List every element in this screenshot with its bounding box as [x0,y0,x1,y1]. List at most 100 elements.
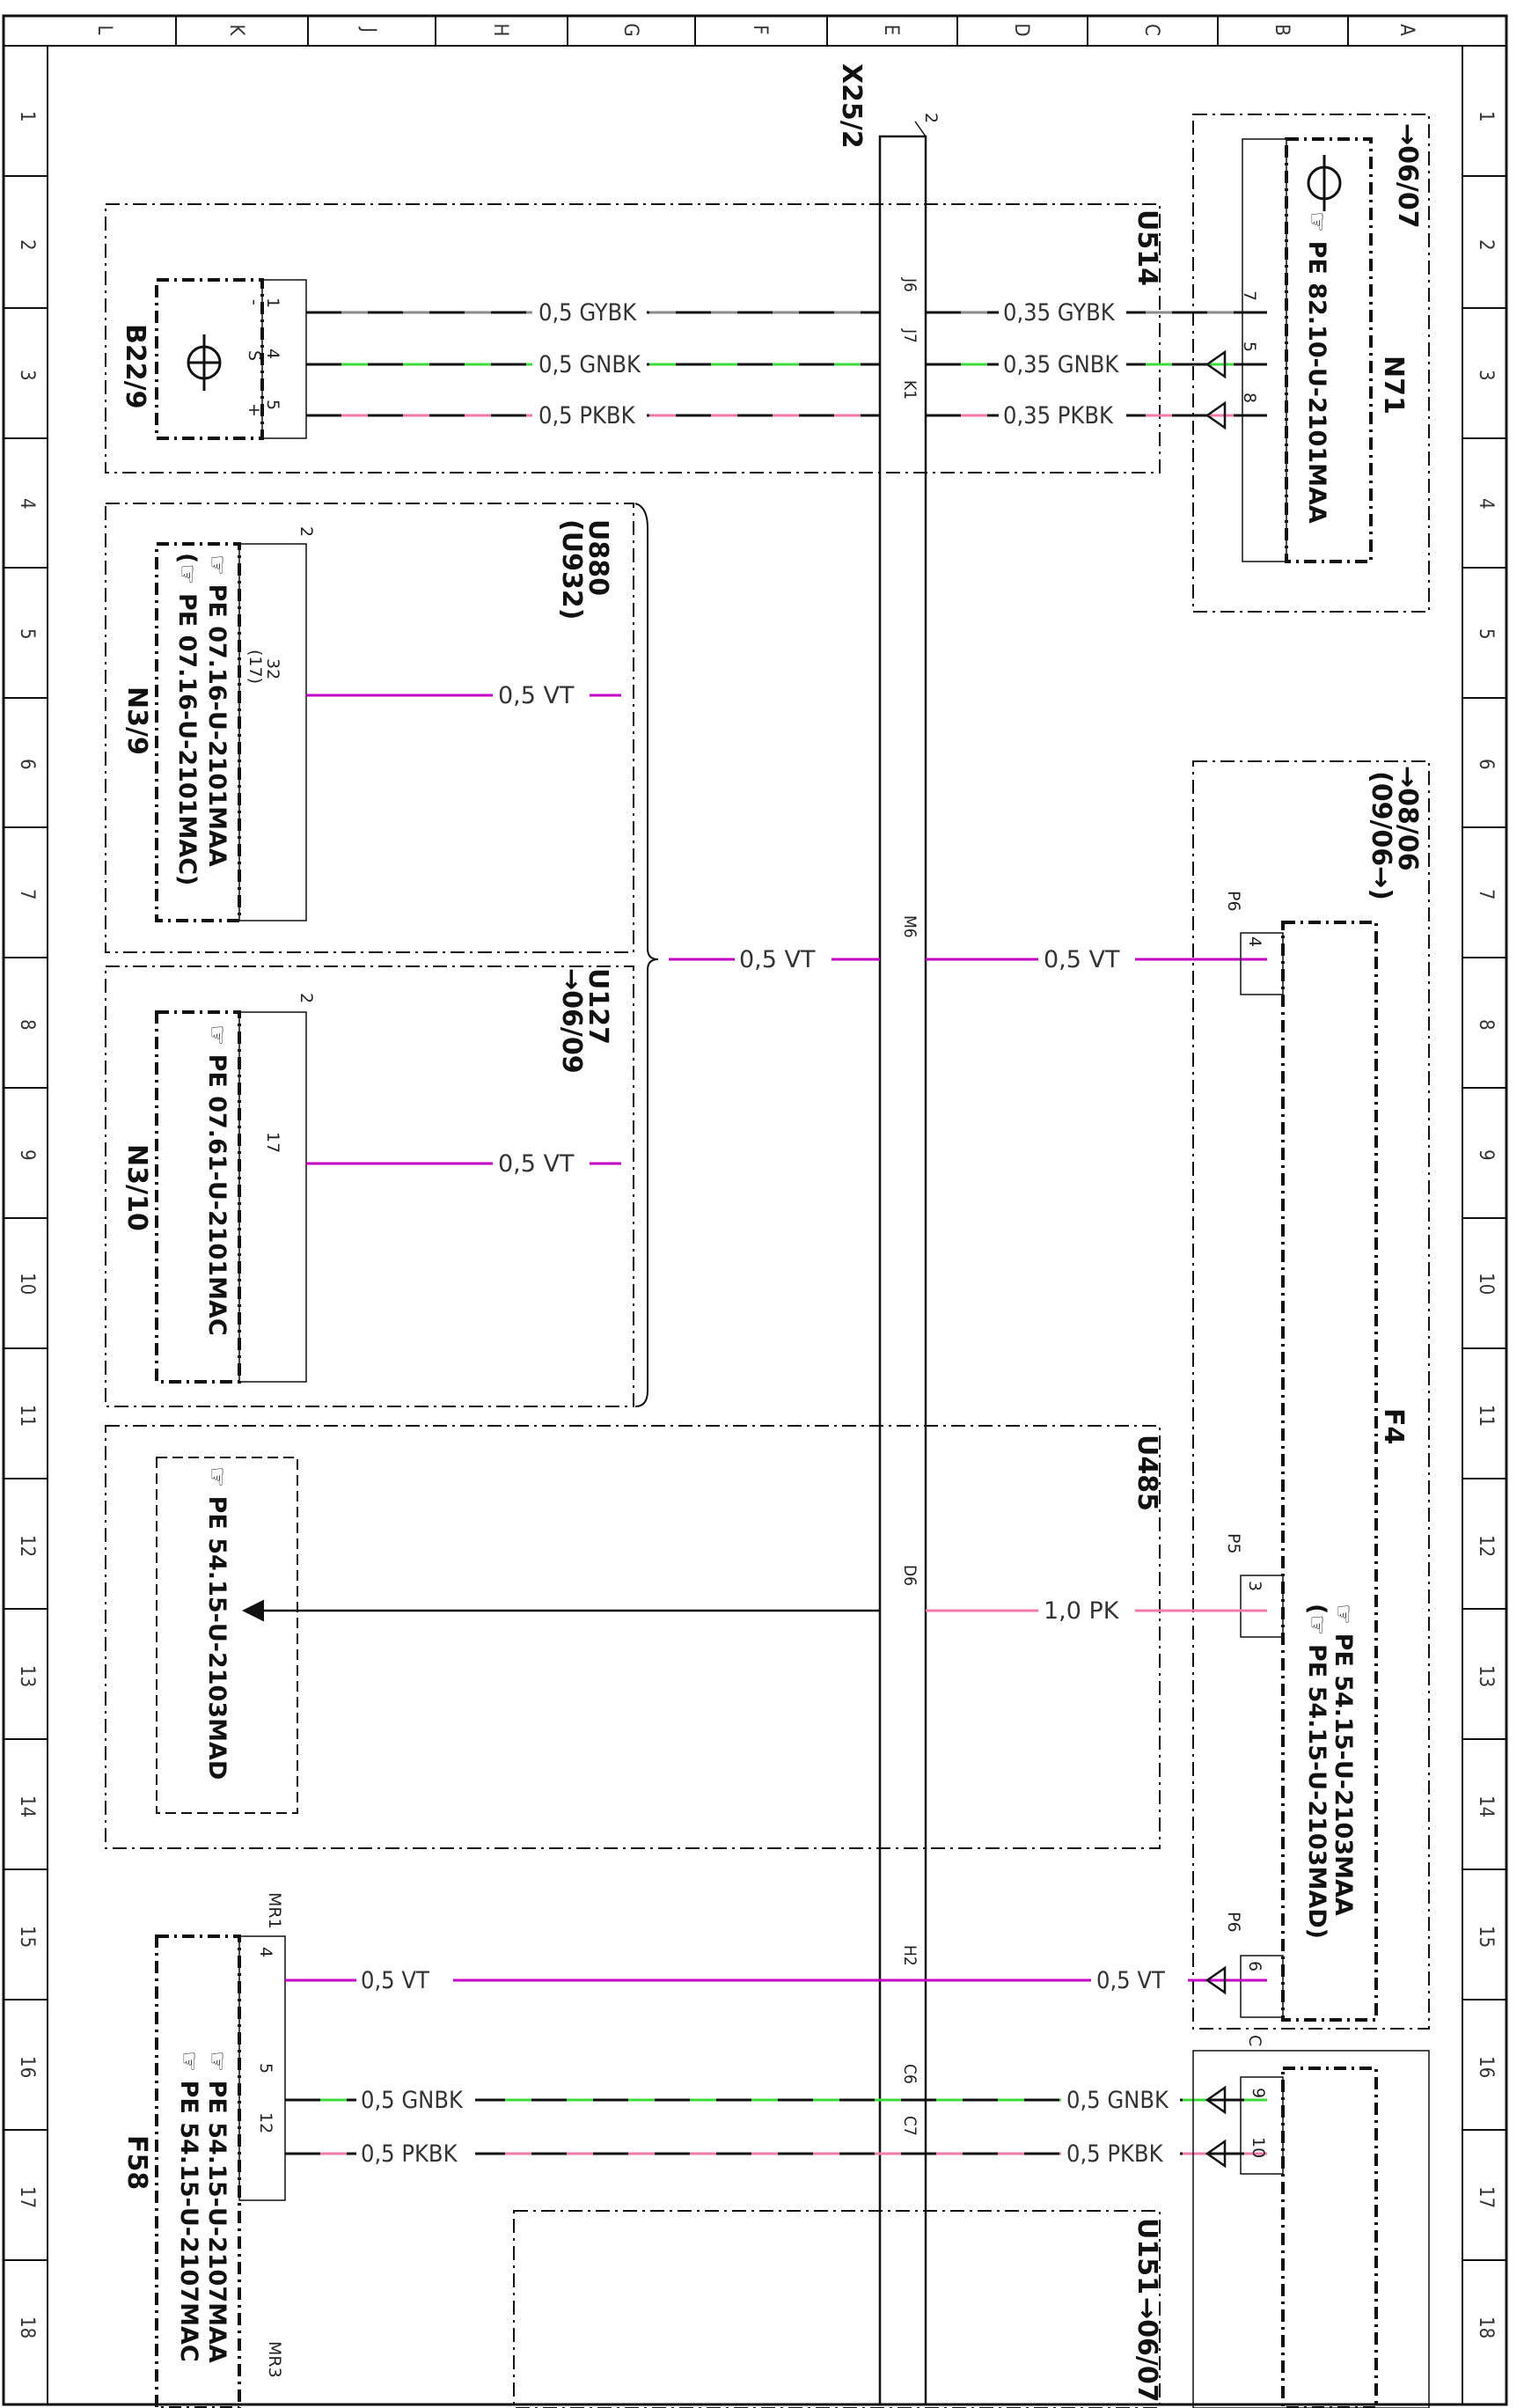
u880-label: U880 [582,519,613,596]
pin-number: 2 [297,526,316,537]
pin-number: 6 [1245,1961,1264,1971]
p5-label: P5 [1224,1533,1243,1554]
row-label: 6 [1475,759,1497,770]
col-label: A [1396,24,1418,36]
col-label: J [357,26,379,33]
col-label: H [489,24,511,37]
pin-number: 10 [1249,2137,1268,2158]
u151-label: U151 [1132,2218,1162,2294]
col-label: D [1010,23,1032,36]
component-n71: ☞ PE 82.10-U-2101MAA N71 →06/07 7 5 8 [1192,114,1430,613]
pin-number: 3 [1245,1581,1264,1591]
row-label: 4 [16,498,38,510]
u127-label: U127 [582,968,613,1045]
u151-arrow-note: →06/07 [1132,2297,1162,2403]
connector-label: X25/2 [836,63,867,149]
row-label: 5 [16,628,38,640]
f58-label: F58 [121,2135,152,2190]
pin-number: 32 [263,658,282,679]
p6-label: P6 [1224,891,1243,912]
connector-pin: 2 [921,113,941,123]
connector-x25-2: X25/2 2 [836,63,941,2406]
col-label: G [619,23,641,36]
wire-label: 0,5 GNBK [361,2087,464,2114]
block-u485: U485 ☞ PE 54.15-U-2103MAD [105,1425,1162,1849]
f4-arrow-note: →08/06 [1392,766,1423,871]
pin-number: 17 [263,1132,282,1153]
row-label: 17 [1475,2186,1497,2208]
pin-number: 9 [1249,2088,1268,2098]
wire-label: 0,35 GYBK [1003,299,1116,327]
col-label: F [749,25,771,34]
pin-number: 7 [1240,290,1259,301]
n3-9-ref-alt: (☞ PE 07.16-U-2101MAC) [173,553,201,885]
u880-sublabel: (U932) [556,519,587,620]
row-labels-right: 1 2 3 4 5 6 7 8 9 10 11 12 13 14 15 16 1… [1475,111,1497,2338]
n71-label: N71 [1378,356,1409,415]
pin-number: 12 [256,2112,275,2133]
f4-ref-alt: (☞ PE 54.15-U-2103MAD) [1303,1604,1330,1939]
row-label: 17 [16,2186,38,2208]
block-u514 [105,203,1161,474]
n71-arrow-note: →06/07 [1392,123,1423,229]
pin-number: 4 [263,349,282,359]
u514-label: U514 [1132,209,1162,286]
wire-label: 0,5 VT [739,946,816,973]
splice-label: C6 [900,2064,920,2084]
splice-labels: J6 J7 K1 M6 D6 H2 C6 C7 [900,277,920,2136]
row-label: 7 [1475,889,1497,900]
wire-label: 0,5 VT [498,682,575,709]
column-labels: L K J H G F E D C B A [93,23,1418,36]
wire-labels-bottom: 0,5 VT 0,5 VT 0,5 GNBK 0,5 GNBK 0,5 PKBK… [356,1967,1188,2168]
splice-label: J7 [900,328,920,343]
wire-label: 0,35 PKBK [1003,402,1114,429]
wire-labels-top: 0,5 GYBK 0,5 GNBK 0,5 PKBK 0,35 GYBK 0,3… [532,299,1126,429]
component-f58: MR1 MR3 ☞ PE 54.15-U-2107MAA ☞ PE 54.15-… [121,1892,286,2408]
row-label: 2 [1475,239,1497,251]
pin-number: 5 [256,2063,275,2074]
pin-number: 2 [297,993,316,1003]
n3-10-ref: ☞ PE 07.61-U-2101MAC [203,1024,231,1336]
row-label: 4 [1475,498,1497,510]
component-c: C 9 10 [1192,2035,1430,2408]
splice-label: K1 [900,380,920,400]
pin-number: (17) [245,650,265,684]
col-label: K [225,25,247,37]
c-label: C [1245,2035,1264,2046]
n3-10-label: N3/10 [121,1144,152,1231]
row-label: 14 [16,1795,38,1817]
row-label: 14 [1475,1795,1497,1817]
row-label: 2 [16,239,38,251]
f4-label: F4 [1378,1408,1409,1444]
wire-label: 0,5 GNBK [539,351,641,378]
u127-arrow-note: →06/09 [556,968,587,1074]
n3-9-label: N3/9 [121,686,152,755]
row-ticks [4,175,1506,2261]
splice-label: C7 [900,2116,920,2136]
row-label: 6 [16,759,38,770]
row-label: 10 [16,1273,38,1295]
n71-ref: ☞ PE 82.10-U-2101MAA [1303,211,1330,524]
wire-label: 0,5 VT [1044,946,1120,973]
row-label: 16 [16,2056,38,2078]
pin-number: 4 [1245,936,1264,947]
pin-number: 4 [256,1947,275,1957]
f4-ref: ☞ PE 54.15-U-2103MAA [1330,1604,1357,1916]
col-label: C [1140,24,1162,36]
row-label: 12 [1475,1535,1497,1557]
row-label: 3 [16,370,38,381]
pin-mark: + [245,403,264,417]
block-u151: U151 →06/07 [513,2210,1162,2408]
row-label: 16 [1475,2056,1497,2078]
f58-ref: ☞ PE 54.15-U-2107MAA [203,2051,231,2363]
row-label: 18 [16,2316,38,2338]
row-label: 9 [1475,1149,1497,1161]
pin-mark: - [245,299,264,305]
row-label: 11 [1475,1405,1497,1427]
row-label: 15 [16,1926,38,1948]
splice-label: J6 [900,277,920,292]
pin-number: 5 [263,400,282,410]
u485-label: U485 [1132,1435,1162,1511]
n3-9-ref: ☞ PE 07.16-U-2101MAA [203,554,231,867]
